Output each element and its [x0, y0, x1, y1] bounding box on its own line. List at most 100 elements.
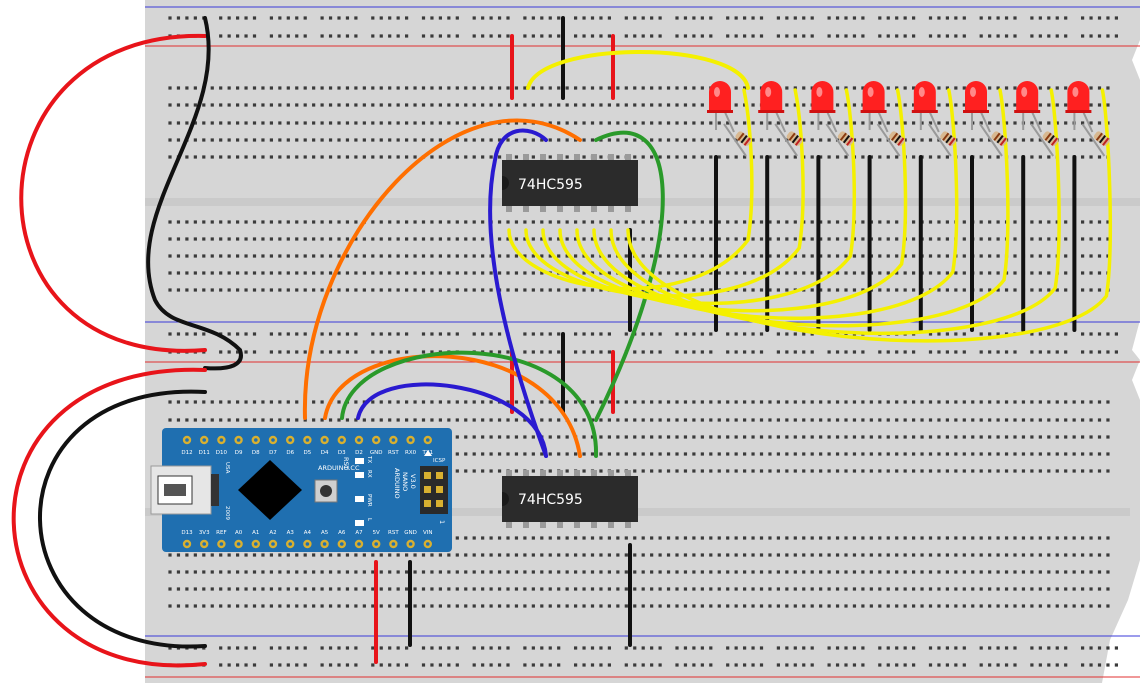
nano-pin-hole — [340, 542, 344, 546]
hole — [709, 16, 713, 20]
hole — [286, 288, 290, 292]
hole — [734, 220, 738, 224]
chip-pin — [557, 154, 563, 160]
hole — [776, 237, 780, 241]
hole — [1030, 646, 1034, 650]
hole — [709, 155, 713, 159]
hole — [971, 553, 975, 557]
hole — [726, 332, 730, 336]
hole — [582, 288, 586, 292]
hole — [700, 646, 704, 650]
hole — [658, 34, 662, 38]
hole — [666, 237, 671, 241]
hole — [726, 663, 730, 667]
hole — [1055, 400, 1059, 404]
hole — [540, 220, 544, 224]
hole — [438, 155, 442, 159]
hole — [168, 103, 172, 107]
hole — [193, 418, 197, 422]
hole — [1081, 121, 1085, 125]
hole — [616, 604, 620, 608]
hole — [675, 271, 679, 275]
hole — [295, 86, 299, 90]
hole — [371, 646, 375, 650]
hole — [971, 400, 975, 404]
hole — [658, 86, 662, 90]
hole — [252, 16, 257, 20]
hole — [988, 570, 992, 574]
hole — [886, 553, 890, 557]
hole — [1089, 16, 1093, 20]
hole — [945, 220, 949, 224]
hole — [328, 288, 333, 292]
hole — [421, 271, 426, 275]
hole — [388, 34, 392, 38]
hole — [700, 469, 704, 473]
hole — [312, 237, 316, 241]
hole — [810, 350, 814, 354]
hole — [371, 663, 375, 667]
resistor-band — [999, 137, 1007, 146]
hole — [1055, 86, 1059, 90]
hole — [928, 271, 933, 275]
hole — [202, 418, 206, 422]
hole — [582, 237, 586, 241]
hole — [768, 570, 772, 574]
hole — [523, 103, 527, 107]
hole — [937, 103, 941, 107]
hole — [759, 587, 764, 591]
hole — [1064, 121, 1068, 125]
hole — [641, 400, 645, 404]
hole — [1047, 536, 1051, 540]
hole — [1021, 469, 1026, 473]
nano-pin-hole — [236, 438, 241, 442]
hole — [607, 604, 611, 608]
hole — [523, 254, 527, 258]
hole — [650, 536, 654, 540]
hole — [1004, 435, 1009, 439]
hole — [928, 332, 933, 336]
hole — [988, 103, 992, 107]
hole — [869, 418, 873, 422]
hole — [954, 103, 958, 107]
hole — [607, 220, 611, 224]
hole — [582, 418, 586, 422]
hole — [269, 553, 273, 557]
hole — [523, 570, 527, 574]
hole — [962, 570, 966, 574]
nano-model-line-3: V3.0 — [409, 474, 417, 489]
hole — [717, 536, 721, 540]
hole — [709, 452, 713, 456]
hole — [176, 332, 181, 336]
hole — [1047, 237, 1051, 241]
hole — [312, 553, 316, 557]
hole — [455, 332, 459, 336]
hole — [227, 138, 231, 142]
hole — [827, 271, 831, 275]
hole — [261, 121, 265, 125]
hole — [413, 138, 417, 142]
hole — [523, 288, 527, 292]
hole — [996, 121, 1000, 125]
hole — [666, 121, 671, 125]
hole — [328, 86, 333, 90]
hole — [227, 254, 231, 258]
hole — [489, 332, 493, 336]
hole — [464, 604, 468, 608]
hole — [895, 237, 899, 241]
hole — [776, 646, 780, 650]
hole — [827, 155, 831, 159]
hole — [1097, 587, 1102, 591]
hole — [802, 570, 806, 574]
hole — [675, 16, 679, 20]
hole — [506, 553, 510, 557]
hole — [692, 138, 696, 142]
hole — [717, 220, 721, 224]
hole — [574, 570, 578, 574]
hole — [895, 553, 899, 557]
wire-yellow-led-2 — [541, 88, 856, 306]
hole — [785, 271, 789, 275]
hole — [827, 553, 831, 557]
hole — [1064, 646, 1068, 650]
hole — [844, 418, 848, 422]
